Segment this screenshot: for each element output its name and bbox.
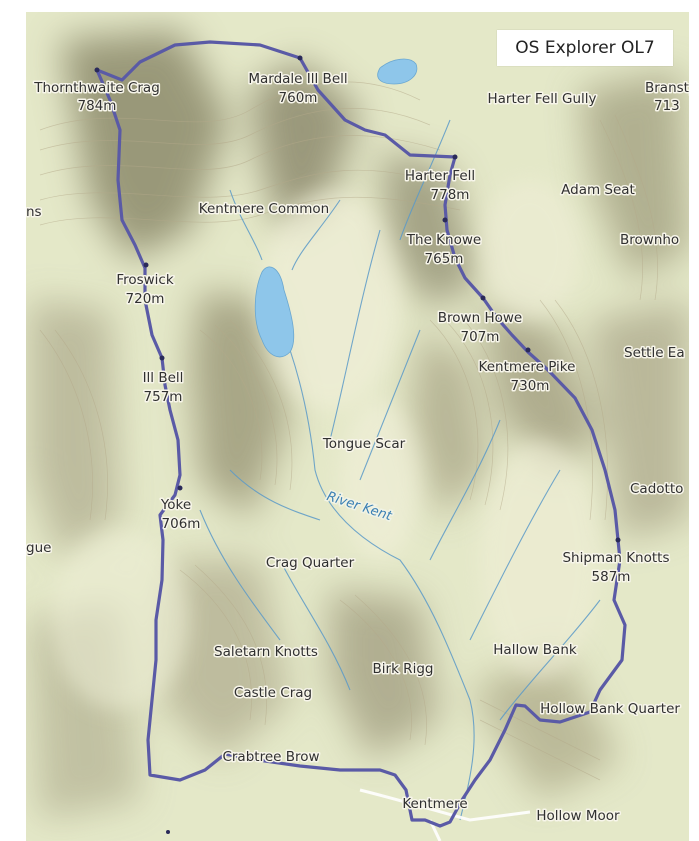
label-bransty-height: 713	[654, 98, 680, 114]
label-the-knowe-height: 765m	[425, 251, 464, 267]
label-ill-bell-height: 757m	[144, 389, 183, 405]
label-kentmere-pike-height: 730m	[511, 378, 550, 394]
contour-lines	[39, 81, 658, 781]
label-brown-howe: Brown Howe	[438, 310, 522, 326]
label-froswick-height: 720m	[126, 291, 165, 307]
label-bransty: Bransty	[645, 80, 697, 96]
streams	[199, 119, 601, 821]
label-shipman-knotts: Shipman Knotts	[562, 550, 669, 566]
label-ns-edge: ns	[26, 204, 42, 220]
route-waypoints	[94, 55, 621, 834]
label-the-knowe: The Knowe	[406, 232, 481, 248]
label-brownhow: Brownho	[620, 232, 679, 248]
label-harter-fell: Harter Fell	[405, 168, 475, 184]
label-harter-fell-gully: Harter Fell Gully	[487, 91, 596, 107]
kentmere-reservoir	[254, 266, 295, 358]
label-thornthwaite-crag-height: 784m	[78, 98, 117, 114]
small-tarn	[377, 58, 418, 85]
label-thornthwaite-crag: Thornthwaite Crag	[33, 80, 160, 96]
label-gue-edge: gue	[26, 540, 51, 556]
map-labels: Thornthwaite Crag 784m Mardale Ill Bell …	[25, 70, 699, 826]
hill-shading	[30, 30, 690, 820]
label-birk-rigg: Birk Rigg	[373, 661, 434, 677]
frame-right	[689, 0, 699, 841]
label-froswick: Froswick	[116, 272, 174, 288]
label-crag-quarter: Crag Quarter	[266, 555, 355, 571]
label-kentmere-common: Kentmere Common	[199, 201, 329, 217]
label-saletarn-knotts: Saletarn Knotts	[214, 644, 318, 660]
label-kentmere: Kentmere	[402, 796, 467, 812]
walking-route	[95, 40, 627, 828]
label-shipman-knotts-height: 587m	[592, 569, 631, 585]
frame-left	[0, 0, 26, 841]
label-mardale-ill-bell: Mardale Ill Bell	[248, 71, 347, 87]
label-hallow-bank: Hallow Bank	[493, 642, 577, 658]
map-sheet-badge: OS Explorer OL7	[497, 30, 673, 66]
label-brown-howe-height: 707m	[461, 329, 500, 345]
label-mardale-ill-bell-height: 760m	[279, 90, 318, 106]
label-yoke: Yoke	[160, 497, 191, 513]
label-crabtree-brow: Crabtree Brow	[222, 749, 319, 765]
label-castle-crag: Castle Crag	[234, 685, 312, 701]
label-yoke-height: 706m	[162, 516, 201, 532]
label-hollow-bank-quarter: Hollow Bank Quarter	[540, 701, 680, 717]
label-harter-fell-height: 778m	[431, 187, 470, 203]
label-cadotto: Cadotto	[630, 481, 683, 497]
label-hollow-moor: Hollow Moor	[536, 808, 620, 824]
label-kentmere-pike: Kentmere Pike	[479, 359, 576, 375]
label-adam-seat: Adam Seat	[561, 182, 635, 198]
label-ill-bell: Ill Bell	[143, 370, 184, 386]
label-settle: Settle Ea	[624, 345, 685, 361]
light-slopes	[50, 180, 600, 710]
label-tongue-scar: Tongue Scar	[322, 436, 406, 452]
frame-top	[0, 0, 699, 12]
